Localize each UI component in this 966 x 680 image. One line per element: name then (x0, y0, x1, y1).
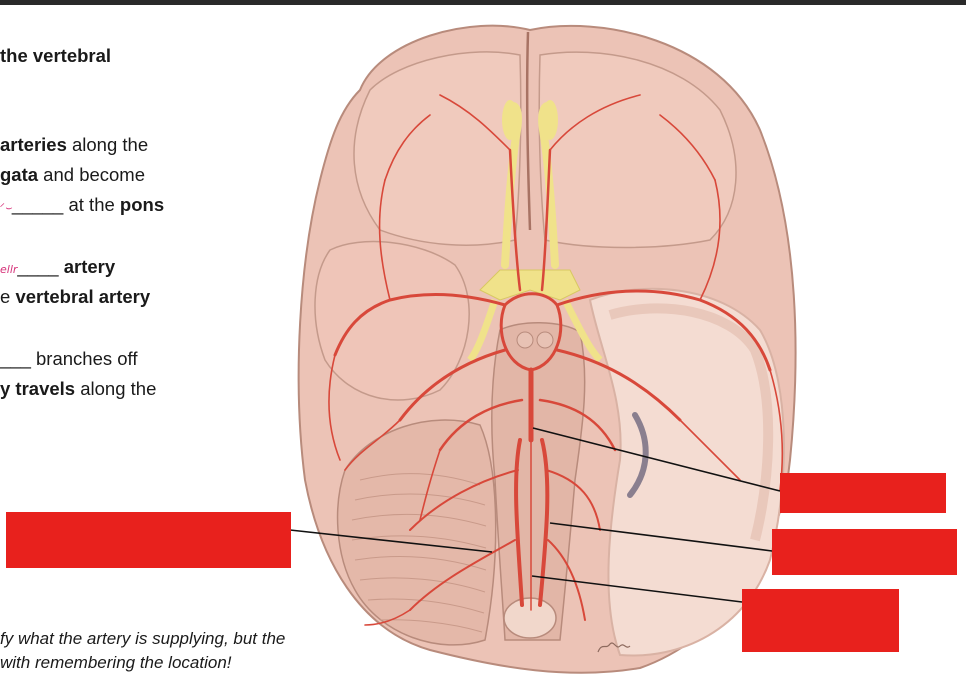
mammillary-body-left (516, 331, 534, 349)
right-frontal-lobe (538, 51, 737, 249)
label-box-left (6, 512, 291, 568)
olfactory-bulb-right (542, 100, 558, 140)
footer-line-2: with remembering the location! (0, 653, 232, 672)
vertebral-artery-right (538, 438, 550, 607)
label-box-vertebral (772, 529, 957, 575)
note-line-7: ___ branches off (0, 348, 138, 369)
top-bar (0, 0, 966, 5)
olfactory-bulb-left (502, 100, 518, 140)
note-line-4: ᐟ⌣_____ at the pons (0, 194, 165, 215)
longitudinal-fissure (525, 31, 532, 231)
pointer-line-left (289, 529, 493, 553)
ventricle (627, 412, 649, 498)
optic-tract-left (467, 298, 499, 363)
handwritten-note: ellr (0, 263, 18, 276)
pointer-lines (289, 427, 781, 603)
right-cut-section (588, 287, 785, 657)
optic-tract-right (561, 298, 603, 363)
note-line-5: ellr____ artery (0, 256, 116, 277)
note-line-6: e vertebral artery (0, 286, 151, 307)
signature-mark (597, 642, 631, 653)
circle-of-willis (499, 292, 563, 372)
aica-right (545, 469, 601, 531)
note-line-2: arteries along the (0, 134, 149, 155)
label-box-basilar (780, 473, 946, 513)
note-line-8: y travels along the (0, 378, 157, 399)
spinal-cord-section (503, 597, 557, 639)
pica-right (547, 539, 586, 621)
note-line-1: the vertebral (0, 45, 112, 66)
pointer-line-vertebral (549, 522, 773, 552)
sca-right (538, 398, 617, 452)
sca-left (438, 398, 524, 452)
pointer-line-spinal (531, 575, 743, 603)
notes-panel: the vertebral arteries along the gata an… (0, 0, 340, 680)
mammillary-body-right (536, 331, 554, 349)
posterior-cerebral-right (555, 348, 682, 422)
anterior-cerebral-right (540, 148, 552, 292)
note-line-3: gata and become (0, 164, 146, 185)
pica-left (409, 539, 516, 611)
pointer-line-basilar (532, 427, 781, 492)
posterior-cerebral-left (398, 348, 507, 422)
anterior-cerebral-left (508, 148, 522, 292)
left-temporal-lobe (314, 240, 470, 401)
vertebral-artery-left (514, 438, 524, 607)
cortex-band (608, 303, 774, 542)
handwritten-note: ᐟ⌣ (0, 201, 12, 214)
label-box-spinal (742, 589, 899, 652)
footer-line-1: fy what the artery is supplying, but the (0, 629, 286, 648)
